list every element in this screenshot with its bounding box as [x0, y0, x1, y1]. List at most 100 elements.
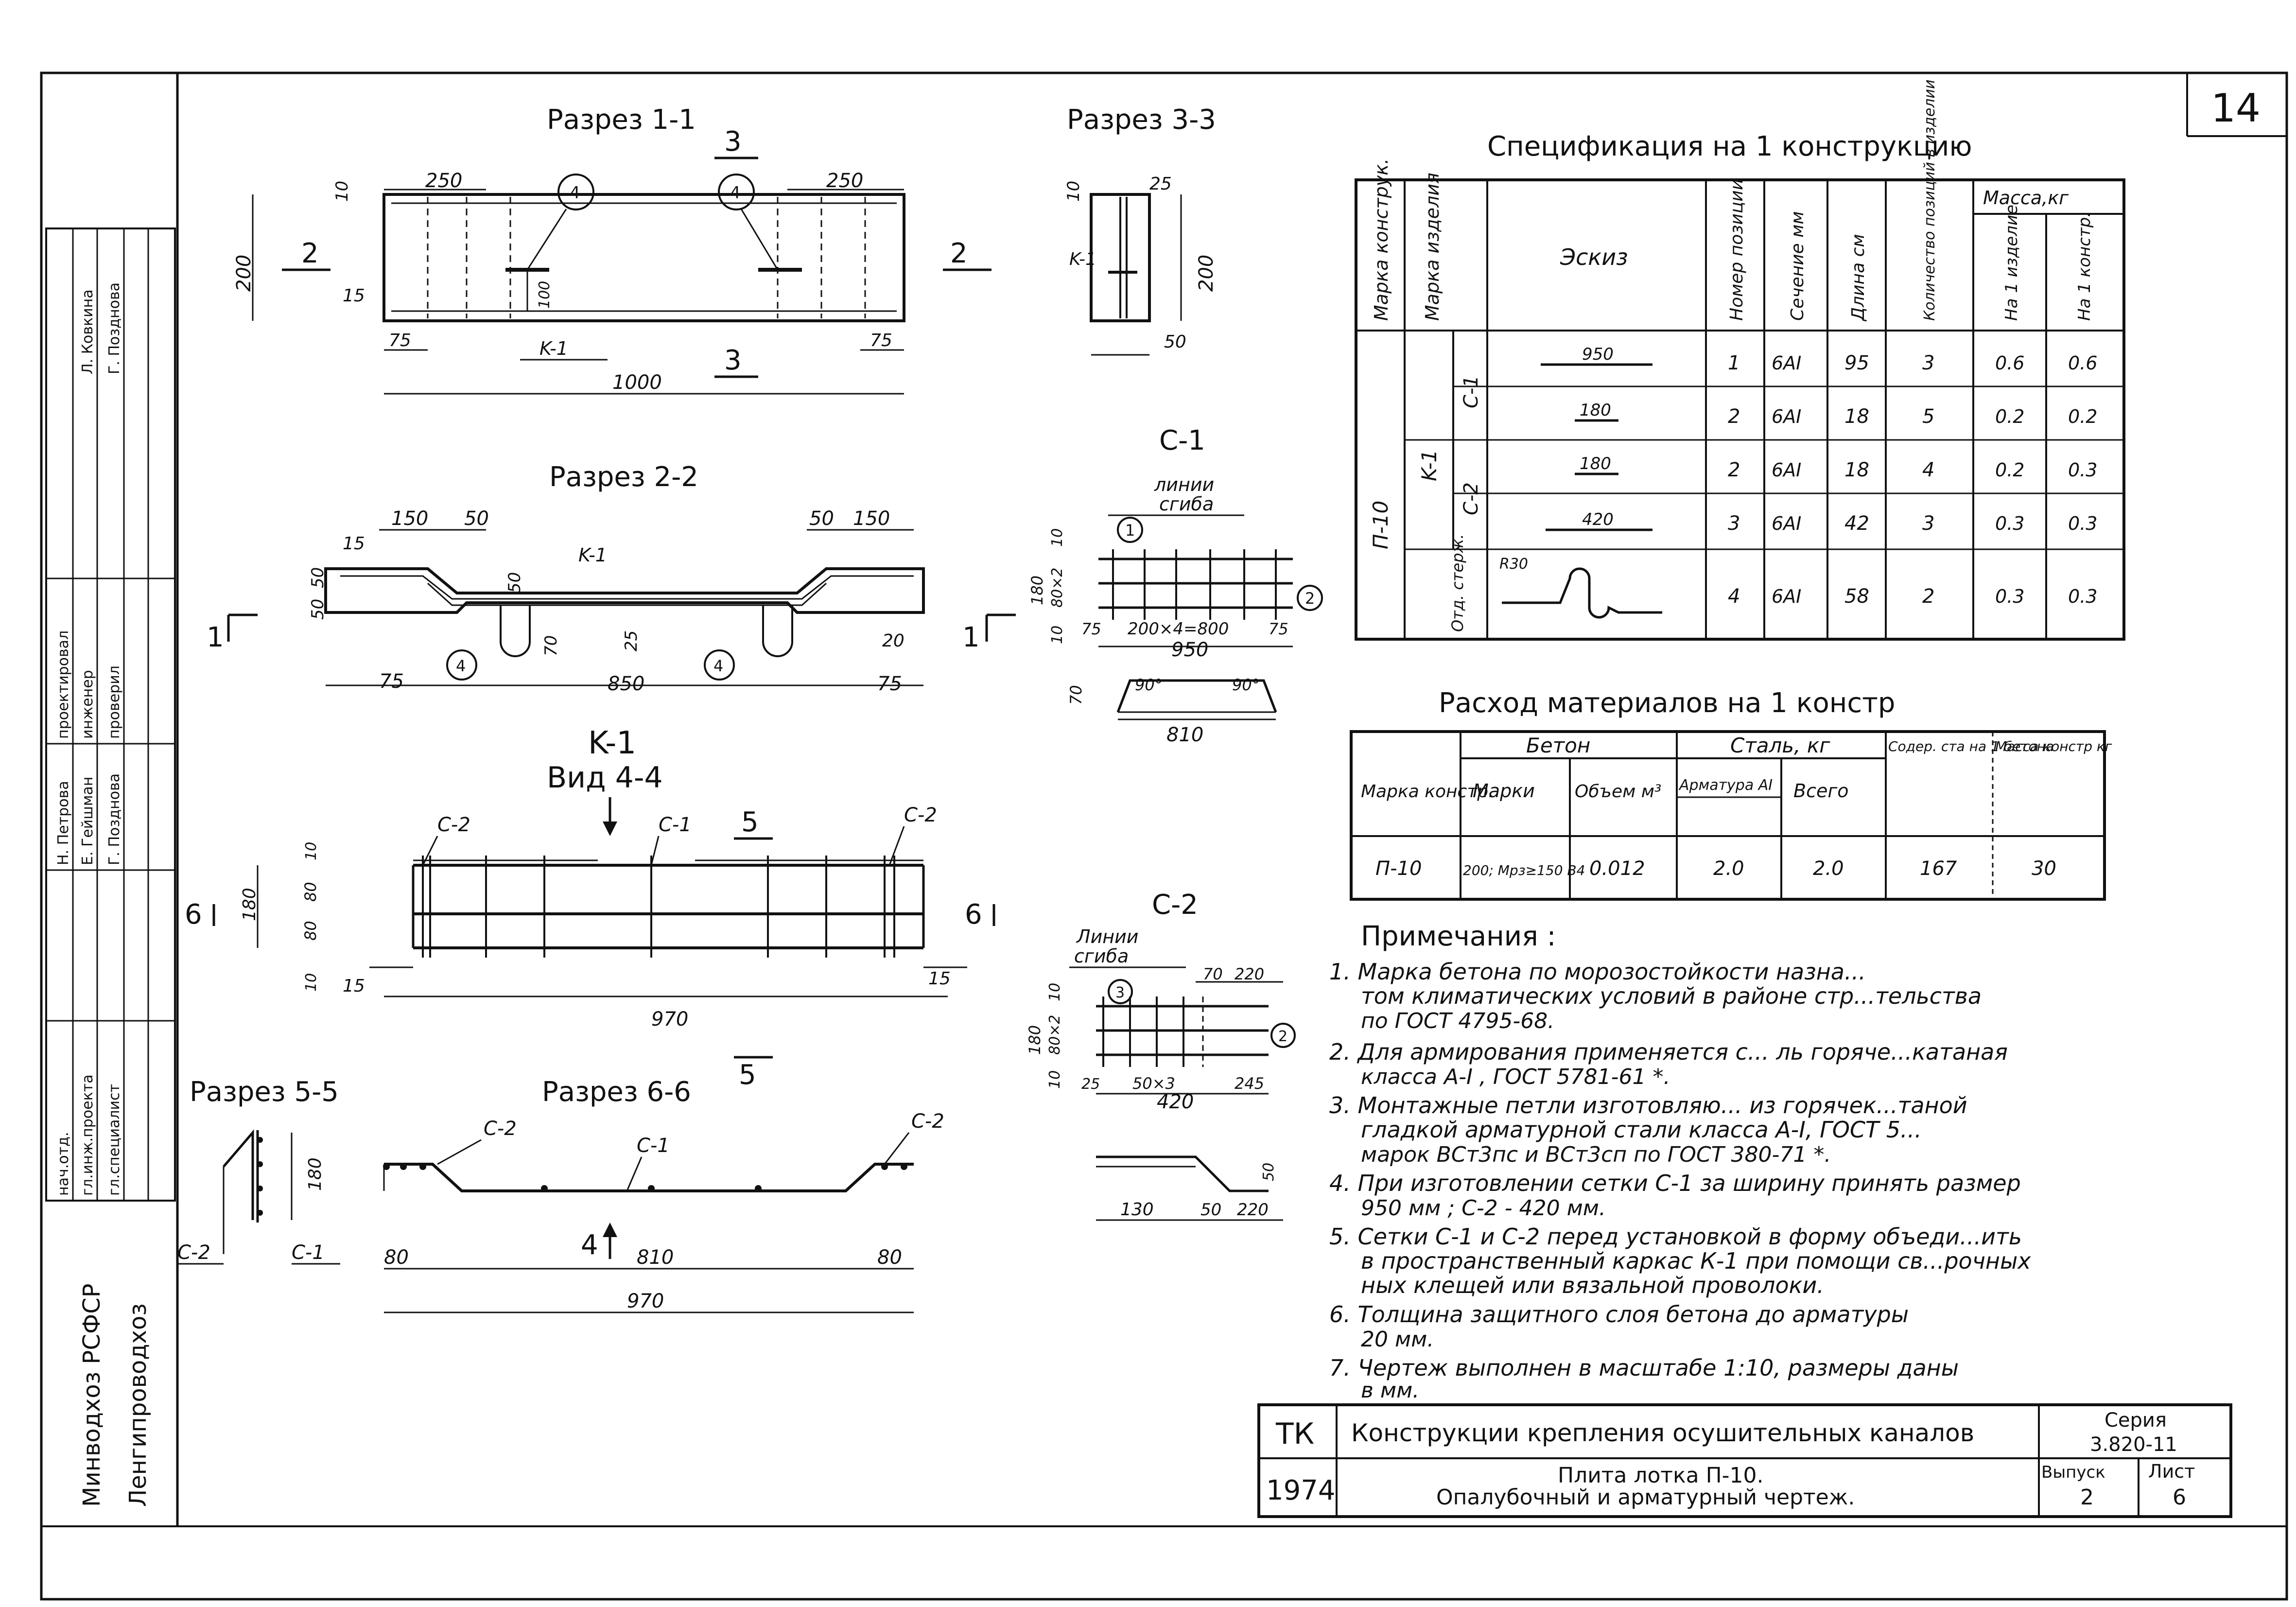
position-label: 1 [1125, 521, 1135, 540]
note-line: 20 мм. [1361, 1327, 1434, 1352]
title-block: ТК 1974 Конструкции крепления осушительн… [1257, 1403, 2232, 1518]
spec-cell: 3 [1728, 512, 1740, 535]
stamp-role: проектировал [55, 630, 72, 739]
sketch-dim: 180 [1580, 454, 1611, 473]
note-line: 4. При изготовлении сетки С-1 за ширину … [1329, 1170, 2021, 1196]
spec-cell: 42 [1844, 512, 1869, 535]
component-label: С-2 [911, 1110, 944, 1133]
cut-label: 4 [581, 1229, 598, 1261]
note-line: 1. Марка бетона по морозостойкости назна… [1329, 959, 1866, 985]
position-label: 4 [570, 183, 580, 203]
component-label: С-2 [484, 1118, 517, 1140]
cut-label: 1 [962, 622, 980, 653]
spec-cell: 6AI [1772, 406, 1801, 427]
spec-constr: П-10 [1369, 501, 1392, 549]
spec-cell: 2 [1728, 405, 1740, 428]
note-line: марок ВСт3пс и ВСт3сп по ГОСТ 380-71 *. [1361, 1142, 1831, 1167]
spec-group: С-1 [1460, 375, 1482, 408]
mesh-c1: С-1 линии сгиба 1 2 10 180 80×2 10 75 20… [1028, 425, 1323, 746]
spec-cell: 3 [1922, 512, 1934, 535]
position-label: 4 [456, 657, 466, 675]
view-title: Разрез 2-2 [549, 461, 698, 493]
bend-label: сгиба [1074, 945, 1129, 967]
note-line: том климатических условий в районе стр..… [1361, 983, 1982, 1009]
component-label: С-1 [637, 1135, 670, 1157]
stamp-name: Е. Гейшман [79, 777, 96, 865]
dimension-label: 810 [637, 1246, 674, 1269]
materials-title: Расход материалов на 1 констр [1439, 687, 1895, 719]
spec-cell: 6AI [1772, 459, 1801, 481]
materials-header: Содер. ста на 1 бетона [1888, 738, 2054, 754]
spec-row: 180 2 6AI 18 5 0.2 0.2 [1575, 401, 2097, 428]
dimension-label: 25 [622, 630, 641, 651]
dimension-label: 50 [809, 507, 834, 530]
view-title: Разрез 3-3 [1067, 104, 1216, 136]
dimension-label: 75 [1081, 620, 1101, 638]
sheet-value: 6 [2173, 1485, 2186, 1510]
spec-cell: 6AI [1772, 513, 1801, 534]
organization-1: Минводхоз РСФСР [78, 1283, 105, 1507]
materials-header: Марки [1473, 780, 1535, 802]
dimension-label: 70 [541, 635, 561, 656]
component-label: С-1 [292, 1241, 325, 1264]
dimension-label: 100 [536, 281, 553, 309]
dimension-label: 10 [332, 181, 352, 202]
section-3-3: Разрез 3-3 10 25 200 50 K-1 [1064, 104, 1218, 356]
dimension-label: 80×2 [1046, 1015, 1063, 1055]
note-line: 2. Для армирования применяется с... ль г… [1329, 1039, 2008, 1065]
dimension-label: 25 [1149, 174, 1172, 194]
spec-header: Количество позиций в изделии [1921, 80, 1938, 321]
spec-header: На 1 изделие [2002, 205, 2021, 321]
dimension-label: 75 [379, 670, 404, 693]
spec-row: R30 4 6AI 58 2 0.3 0.3 [1499, 556, 2097, 619]
materials-cell: П-10 [1375, 857, 1422, 880]
spec-title: Спецификация на 1 конструкцию [1487, 131, 1972, 162]
dimension-label: 75 [389, 331, 411, 350]
series-value: 3.820-11 [2090, 1433, 2177, 1456]
dimension-label: 180 [305, 1157, 325, 1191]
side-stamp: нач.отд. гл.инж.проекта гл.специалист пр… [45, 227, 176, 1507]
spec-row: 420 3 6AI 42 3 0.3 0.3 [1546, 510, 2097, 535]
dimension-label: 220 [1235, 965, 1264, 983]
spec-cell: 4 [1922, 459, 1934, 481]
bend-label: линии [1154, 474, 1214, 495]
cut-label: 6 [185, 899, 202, 930]
materials-header: Масса констр кг [1995, 738, 2112, 754]
spec-header: Марка конструк. [1371, 158, 1392, 321]
frame-k1-view-4-4: K-1 Вид 4-4 С-2 С-1 С-2 10 180 80 80 10 [185, 725, 995, 1091]
dimension-label: 70 [1067, 685, 1085, 705]
spec-cell: 5 [1922, 405, 1934, 428]
note-line: 7. Чертеж выполнен в масштабе 1:10, разм… [1329, 1355, 1959, 1381]
dimension-label: 50 [505, 572, 524, 593]
materials-table: Расход материалов на 1 констр Марка конс… [1350, 687, 2112, 901]
cut-label: 6 [965, 899, 982, 930]
materials-header: Всего [1793, 780, 1849, 802]
position-label: 2 [1305, 589, 1315, 608]
component-label: С-2 [177, 1241, 210, 1264]
spec-item: K-1 [1417, 450, 1441, 481]
notes-title: Примечания : [1361, 921, 1556, 952]
section-2-2: Разрез 2-2 150 50 50 150 15 50 50 50 70 … [207, 461, 1016, 695]
stamp-role: инженер [79, 670, 96, 739]
position-label: 2 [1278, 1028, 1287, 1045]
dimension-label: 130 [1120, 1200, 1154, 1220]
issue-value: 2 [2080, 1485, 2094, 1510]
dimension-label: 180 [1026, 1025, 1044, 1055]
spec-cell: 0.3 [2068, 459, 2097, 481]
spec-cell: 0.3 [2068, 513, 2097, 534]
sketch-dim: 420 [1582, 510, 1614, 529]
spec-cell: 0.2 [1995, 406, 2024, 427]
callout-label: K-1 [1069, 249, 1096, 269]
spec-cell: 0.6 [1995, 352, 2024, 374]
spec-header: На 1 констр. [2075, 212, 2094, 321]
materials-cell: 200; Мрз≥150 B4 [1463, 862, 1585, 878]
sheet-label: Лист [2148, 1461, 2195, 1482]
dimension-label: 10 [303, 842, 320, 860]
view-title: Разрез 6-6 [542, 1076, 691, 1108]
note-line: в пространственный каркас К-1 при помощи… [1361, 1248, 2031, 1274]
spec-cell: 0.3 [2068, 586, 2097, 607]
spec-cell: 18 [1844, 405, 1869, 428]
dimension-label: 75 [1269, 620, 1288, 638]
dimension-label: 80×2 [1049, 568, 1066, 608]
dimension-label: 810 [1166, 724, 1203, 746]
